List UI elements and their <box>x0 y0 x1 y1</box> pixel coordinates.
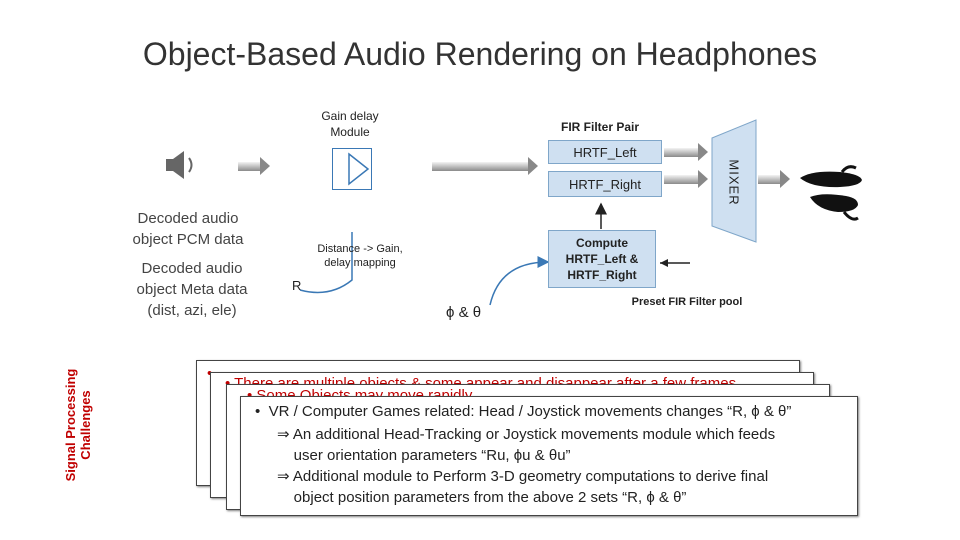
preset-pool-label: Preset FIR Filter pool <box>631 296 743 308</box>
mixer-label: MIXER <box>726 158 742 206</box>
r-label: R <box>292 278 302 293</box>
arrow-speaker-to-gain <box>238 157 270 175</box>
phi-theta-connector <box>489 256 550 306</box>
front-main-bullet: • VR / Computer Games related: Head / Jo… <box>255 403 792 420</box>
headphones-icon <box>800 165 862 221</box>
challenges-label: Signal Processing Challenges <box>63 368 93 482</box>
amplifier-triangle <box>348 152 370 186</box>
arrow-gain-to-fir <box>432 157 538 175</box>
arrow-right-to-mixer <box>664 170 708 188</box>
r-connector <box>299 232 353 294</box>
mixer-block <box>711 119 757 243</box>
page-title: Object-Based Audio Rendering on Headphon… <box>142 36 818 72</box>
arrow-mixer-to-headphones <box>758 170 790 188</box>
mixer-label-wrap: MIXER <box>722 134 746 230</box>
compute-hrtf-box: Compute HRTF_Left & HRTF_Right <box>548 230 656 288</box>
bullet-card-front: • VR / Computer Games related: Head / Jo… <box>240 396 858 516</box>
pcm-data-label: Decoded audio object PCM data <box>132 210 244 248</box>
fir-pair-label: FIR Filter Pair <box>560 120 640 134</box>
distance-mapping-label: Distance -> Gain, delay mapping <box>317 243 403 269</box>
gain-delay-block <box>332 148 372 190</box>
gain-delay-label: Gain delay Module <box>321 109 379 139</box>
bullet-card-1-text: • <box>207 365 789 382</box>
front-sub-bullet-2: ⇒ Additional module to Perform 3-D geome… <box>277 468 769 506</box>
hrtf-left-box: HRTF_Left <box>548 140 662 164</box>
hrtf-right-box: HRTF_Right <box>548 171 662 197</box>
speaker-icon <box>166 151 193 179</box>
meta-data-label: Decoded audio object Meta data (dist, az… <box>136 260 248 319</box>
phi-theta-label: ϕ & θ <box>446 304 482 321</box>
front-sub-bullet-1: ⇒ An additional Head-Tracking or Joystic… <box>277 426 776 464</box>
challenges-label-wrap: Signal Processing Challenges <box>58 369 198 492</box>
arrow-left-to-mixer <box>664 143 708 161</box>
